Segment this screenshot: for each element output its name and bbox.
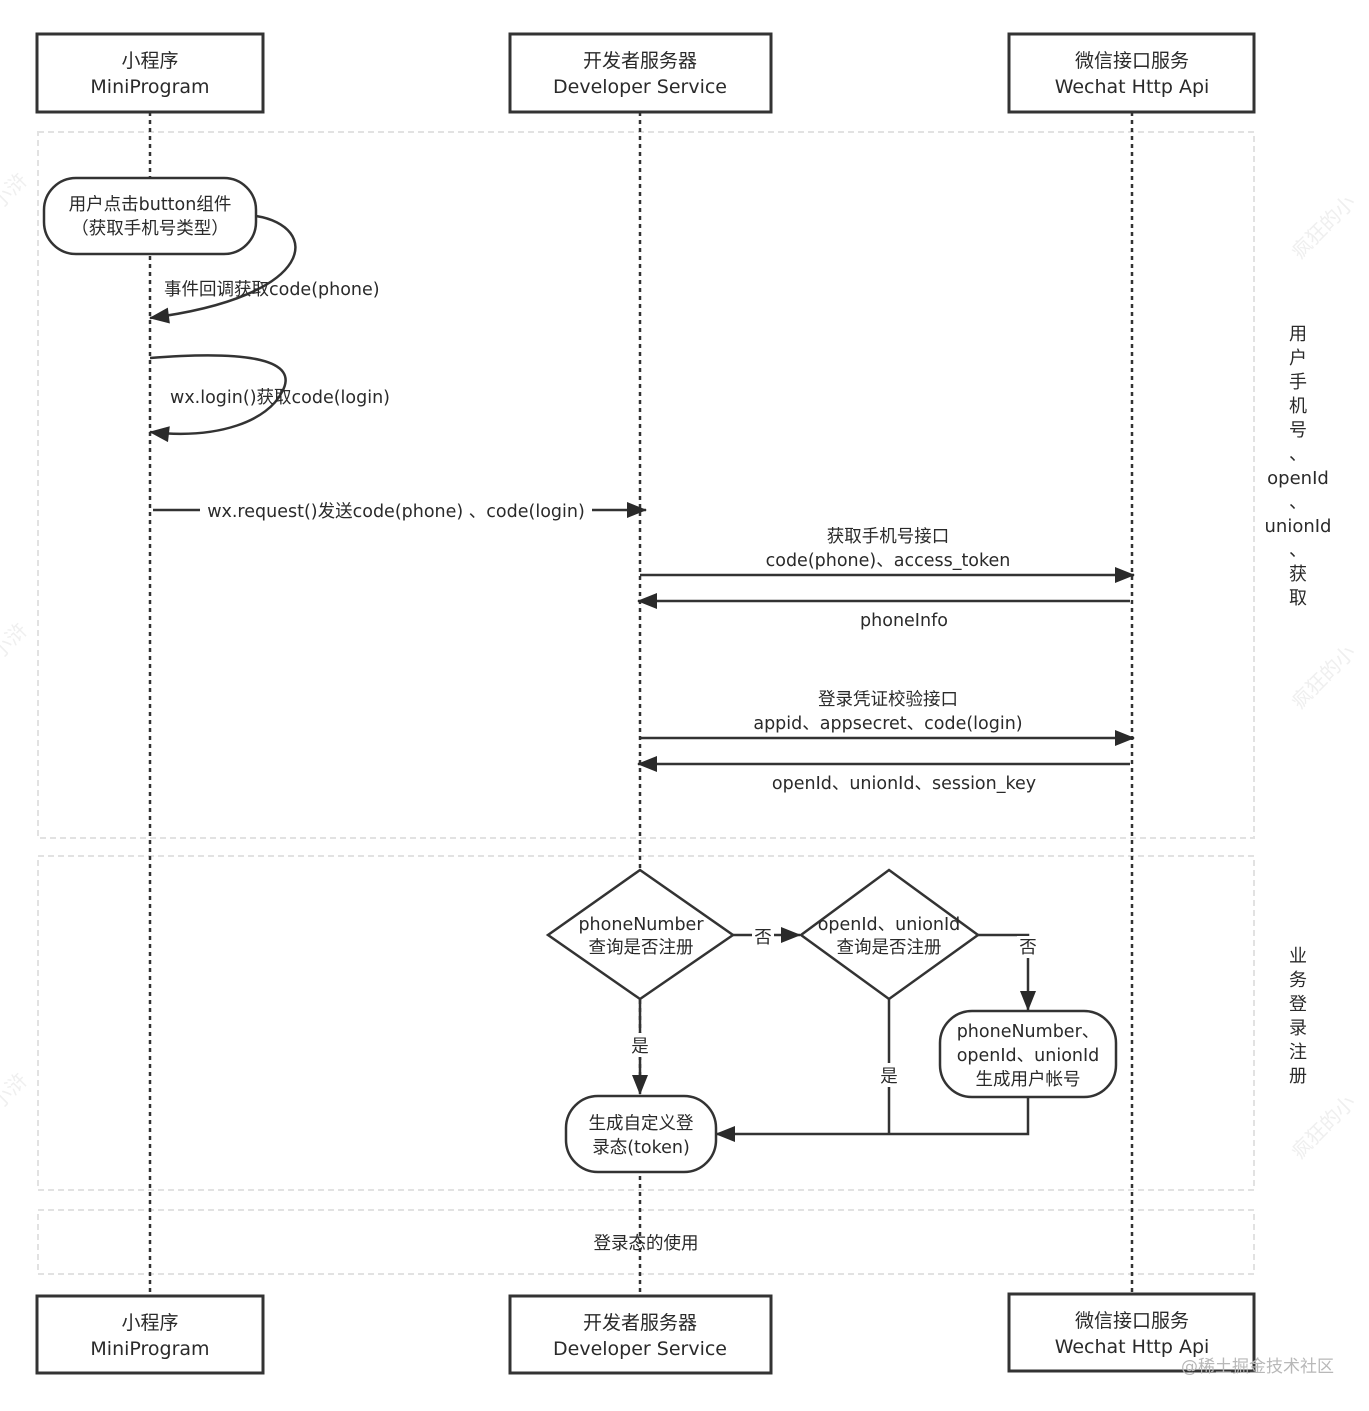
- section-label-token: 手: [1289, 372, 1307, 393]
- participant-name-en: Developer Service: [553, 76, 727, 98]
- section-label-token: 、: [1289, 540, 1307, 561]
- message-phone-api-title: 获取手机号接口: [827, 527, 950, 547]
- participant-name-en: MiniProgram: [90, 1338, 209, 1360]
- edge-account-to-token: [715, 1097, 1030, 1142]
- edge-label-no: 否: [1019, 938, 1037, 958]
- node-line: 生成用户帐号: [976, 1070, 1081, 1090]
- participant-name-cn: 小程序: [121, 1312, 178, 1334]
- edge-label-bg: [878, 1063, 900, 1087]
- section-label-token: 用: [1289, 324, 1307, 345]
- message-request-bg: [200, 498, 592, 522]
- message-login-api-title: 登录凭证校验接口: [818, 690, 958, 710]
- participant-name-cn: 开发者服务器: [583, 1312, 697, 1334]
- participant-name-en: MiniProgram: [90, 76, 209, 98]
- section-label-token: 取: [1289, 588, 1307, 609]
- svg-text:疯狂的小: 疯狂的小: [1287, 190, 1361, 264]
- message-callback: 事件回调获取code(phone): [164, 280, 380, 300]
- section-label-token: 、: [1289, 492, 1307, 513]
- section-label-token: 务: [1289, 970, 1307, 991]
- node-line: 用户点击button组件: [69, 195, 232, 215]
- section-label-token: 机: [1289, 396, 1307, 417]
- message-phone-api-params: code(phone)、access_token: [766, 551, 1011, 571]
- participant-name-cn: 微信接口服务: [1075, 1310, 1189, 1332]
- svg-text:小浒: 小浒: [0, 618, 32, 663]
- decision-line: openId、unionId: [818, 915, 961, 935]
- section-label-usage: 登录态的使用: [594, 1233, 699, 1254]
- section-label-token: 号: [1289, 420, 1307, 441]
- message-wxlogin: wx.login()获取code(login): [170, 388, 390, 408]
- participant-miniprogram-bottom: 小程序 MiniProgram: [35, 1294, 265, 1375]
- section-label-token: 注: [1289, 1042, 1307, 1063]
- arrow-wxlogin: [149, 354, 287, 443]
- participant-wechat-bottom: 微信接口服务 Wechat Http Api: [1007, 1292, 1256, 1373]
- section-label-token: 业: [1289, 946, 1307, 967]
- section-label-token: 户: [1289, 348, 1307, 369]
- svg-text:疯狂的小: 疯狂的小: [1287, 640, 1361, 714]
- decision-line: 查询是否注册: [837, 938, 942, 958]
- edge-label-no: 否: [754, 928, 772, 948]
- participant-name-cn: 开发者服务器: [583, 50, 697, 72]
- node-token: 生成自定义登 录态(token): [564, 1094, 718, 1174]
- edge-label-bg: [629, 1033, 651, 1057]
- svg-text:疯狂的小: 疯狂的小: [1287, 1090, 1361, 1164]
- message-login-api-params: appid、appsecret、code(login): [753, 714, 1022, 734]
- watermark: @稀土掘金技术社区: [1181, 1357, 1334, 1377]
- participant-name-en: Developer Service: [553, 1338, 727, 1360]
- participant-developer-top: 开发者服务器 Developer Service: [508, 32, 773, 114]
- section-label-token: 获: [1289, 564, 1307, 585]
- message-phone-info: phoneInfo: [860, 611, 948, 631]
- decision-line: phoneNumber: [578, 915, 704, 935]
- edge-label-bg: [1017, 936, 1039, 958]
- decision-phone: phoneNumber 查询是否注册: [545, 868, 736, 1001]
- participant-developer-bottom: 开发者服务器 Developer Service: [508, 1294, 773, 1375]
- edge-no-openid-to-create: [978, 933, 1036, 1011]
- node-line: 录态(token): [592, 1138, 690, 1158]
- section-label-token: 登: [1289, 994, 1307, 1015]
- edge-label-bg: [752, 924, 774, 948]
- participant-name-cn: 微信接口服务: [1075, 50, 1189, 72]
- section-label-token: openId: [1267, 468, 1329, 489]
- background-watermarks: 疯狂的小 疯狂的小 疯狂的小 小浒 小浒 小浒: [0, 168, 1360, 1163]
- edge-label-yes: 是: [880, 1067, 898, 1087]
- arrow-callback: [149, 214, 297, 324]
- participant-name-cn: 小程序: [121, 50, 178, 72]
- node-create-account: phoneNumber、 openId、unionId 生成用户帐号: [938, 1009, 1118, 1099]
- participant-name-en: Wechat Http Api: [1055, 76, 1210, 98]
- node-line: phoneNumber、: [957, 1022, 1100, 1042]
- message-request: wx.request()发送code(phone) 、code(login): [207, 502, 585, 522]
- decision-openid: openId、unionId 查询是否注册: [798, 868, 981, 1001]
- section-label-token: 册: [1289, 1066, 1307, 1087]
- node-line: openId、unionId: [957, 1046, 1100, 1066]
- svg-text:小浒: 小浒: [0, 1068, 32, 1113]
- section-label-token: unionId: [1265, 516, 1332, 537]
- participant-wechat-top: 微信接口服务 Wechat Http Api: [1007, 32, 1256, 114]
- participant-miniprogram-top: 小程序 MiniProgram: [35, 32, 265, 114]
- message-login-result: openId、unionId、session_key: [772, 774, 1036, 794]
- node-line: （获取手机号类型）: [71, 219, 229, 239]
- node-button-click: 用户点击button组件 （获取手机号类型）: [42, 176, 258, 256]
- section-label-token: 录: [1289, 1018, 1307, 1039]
- node-line: 生成自定义登: [589, 1114, 694, 1134]
- decision-line: 查询是否注册: [589, 938, 694, 958]
- section-frame-phone-login: [37, 131, 1255, 839]
- participant-name-en: Wechat Http Api: [1055, 1336, 1210, 1358]
- svg-text:小浒: 小浒: [0, 168, 32, 213]
- edge-label-yes: 是: [631, 1037, 649, 1057]
- section-frame-business: [37, 855, 1255, 1191]
- section-label-token: 、: [1289, 444, 1307, 465]
